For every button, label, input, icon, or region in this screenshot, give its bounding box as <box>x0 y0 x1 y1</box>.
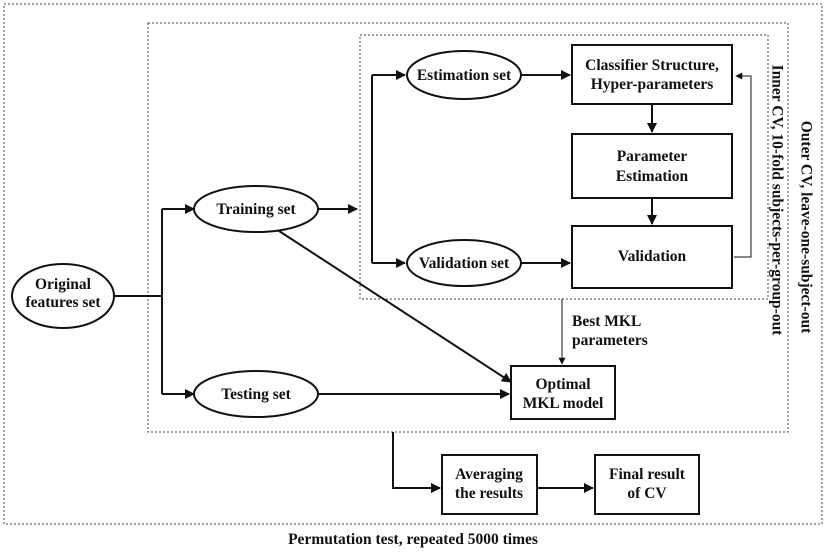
parameter-estimation-box <box>571 133 733 199</box>
node-estimation-set: Estimation set <box>406 50 522 100</box>
inner-cv-frame <box>359 34 769 300</box>
inner-cv-label: Inner CV, 10-fold subjects-per-group-out <box>768 65 785 337</box>
feedback-validation-to-classifier <box>734 72 752 258</box>
permutation-test-frame <box>3 3 823 525</box>
averaging-line2: the results <box>455 485 523 502</box>
averaging-box <box>441 454 538 515</box>
classifier-structure-line2: Hyper-parameters <box>591 76 714 93</box>
parameter-estimation-line1: Parameter <box>617 148 688 165</box>
validation-box <box>571 225 733 289</box>
training-set-label: Training set <box>216 201 296 218</box>
final-result-line2: of CV <box>627 485 667 502</box>
permutation-test-label: Permutation test, repeated 5000 times <box>288 531 538 548</box>
classifier-structure-box <box>571 44 733 105</box>
outer-cv-frame <box>147 22 789 433</box>
node-validation-set: Validation set <box>406 239 522 287</box>
best-mkl-line2: parameters <box>572 332 648 349</box>
parameter-estimation-line2: Estimation <box>616 168 689 185</box>
testing-set-label: Testing set <box>221 386 291 403</box>
node-validation: Validation <box>571 225 733 289</box>
node-optimal-mkl-model: Optimal MKL model <box>510 365 616 420</box>
optimal-mkl-line1: Optimal <box>535 376 591 393</box>
node-final-result: Final result of CV <box>594 454 700 515</box>
classifier-structure-line1: Classifier Structure, <box>585 57 719 74</box>
node-averaging-results: Averaging the results <box>441 454 538 515</box>
validation-set-label: Validation set <box>419 255 510 272</box>
optimal-mkl-box <box>510 365 616 420</box>
training-set-ellipse <box>193 185 319 233</box>
node-testing-set: Testing set <box>193 370 319 418</box>
averaging-line1: Averaging <box>455 466 523 483</box>
node-original-features-set: Original features set <box>11 263 115 329</box>
node-training-set: Training set <box>193 185 319 233</box>
optimal-mkl-line2: MKL model <box>523 395 604 412</box>
node-parameter-estimation: Parameter Estimation <box>571 133 733 199</box>
testing-set-ellipse <box>193 370 319 418</box>
final-result-box <box>594 454 700 515</box>
original-features-line2: features set <box>25 294 101 311</box>
arrow-training-to-optimal-model <box>275 228 512 383</box>
best-mkl-line1: Best MKL <box>572 313 641 330</box>
original-features-ellipse <box>11 263 115 329</box>
connectors <box>114 70 752 493</box>
validation-label: Validation <box>618 248 687 265</box>
arrow-outer-cv-to-averaging <box>392 432 441 493</box>
original-features-line1: Original <box>35 276 92 293</box>
node-classifier-structure: Classifier Structure, Hyper-parameters <box>571 44 733 105</box>
estimation-set-label: Estimation set <box>417 67 512 84</box>
validation-set-ellipse <box>406 239 522 287</box>
best-mkl-parameters-annotation: Best MKL parameters <box>572 313 648 349</box>
final-result-line1: Final result <box>609 466 686 483</box>
outer-cv-label: Outer CV, leave-one-subject-out <box>797 121 814 334</box>
estimation-set-ellipse <box>406 50 522 100</box>
